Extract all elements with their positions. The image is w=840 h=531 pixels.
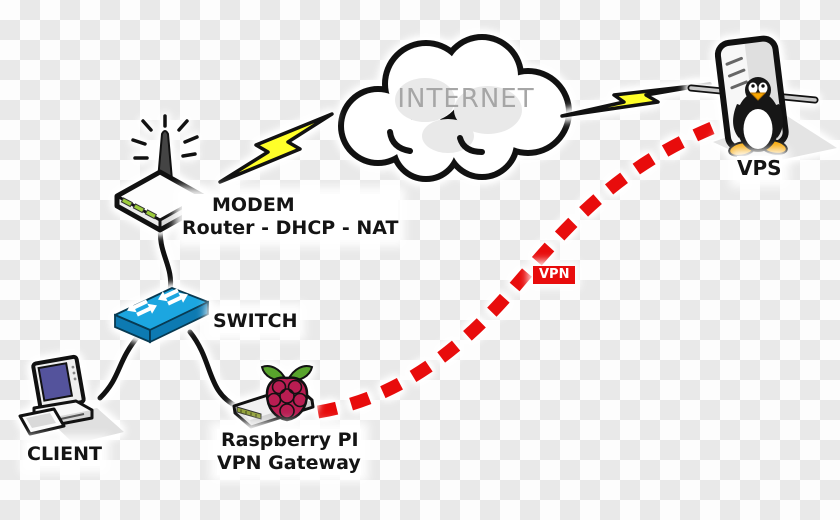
client-label: CLIENT: [27, 443, 102, 466]
tux-penguin-icon: [728, 77, 788, 157]
cable-switch-raspberrypi: [187, 329, 241, 410]
lightning-bolt-icon: [560, 82, 712, 118]
modem-label: MODEM Router - DHCP - NAT: [182, 194, 399, 240]
cable-switch-client: [97, 331, 143, 401]
client-computer-icon: [18, 354, 124, 444]
switch-arrows-icon: [127, 288, 188, 317]
raspberry-pi-icon: [232, 365, 315, 429]
switch-label: SWITCH: [213, 310, 298, 333]
vpn-tunnel-label: VPN: [533, 266, 576, 285]
vps-label: VPS: [737, 156, 782, 180]
raspberry-logo-icon: [260, 365, 314, 422]
lightning-bolt-icon: [218, 112, 334, 184]
monitor: [31, 354, 86, 411]
ethernet-switch-icon: [114, 287, 209, 344]
wireless-signal-icon: [131, 114, 199, 160]
raspberry-pi-label-subtitle: VPN Gateway: [217, 451, 361, 474]
modem-label-subtitle: Router - DHCP - NAT: [182, 216, 399, 239]
led-lights: [120, 197, 158, 220]
modem-router-icon: [114, 114, 206, 233]
raspberry-pi-label: Raspberry PI VPN Gateway: [217, 429, 361, 475]
modem-label-title: MODEM: [212, 194, 295, 216]
internet-label: INTERNET: [397, 84, 535, 114]
raspberry-pi-label-title: Raspberry PI: [221, 429, 359, 451]
cable-modem-switch: [157, 223, 174, 293]
antenna: [156, 130, 174, 181]
bottom-white-strip: [0, 520, 840, 531]
vps-server-icon: [687, 35, 837, 164]
internet-cloud-icon: [338, 34, 572, 182]
keyboard: [18, 407, 66, 436]
